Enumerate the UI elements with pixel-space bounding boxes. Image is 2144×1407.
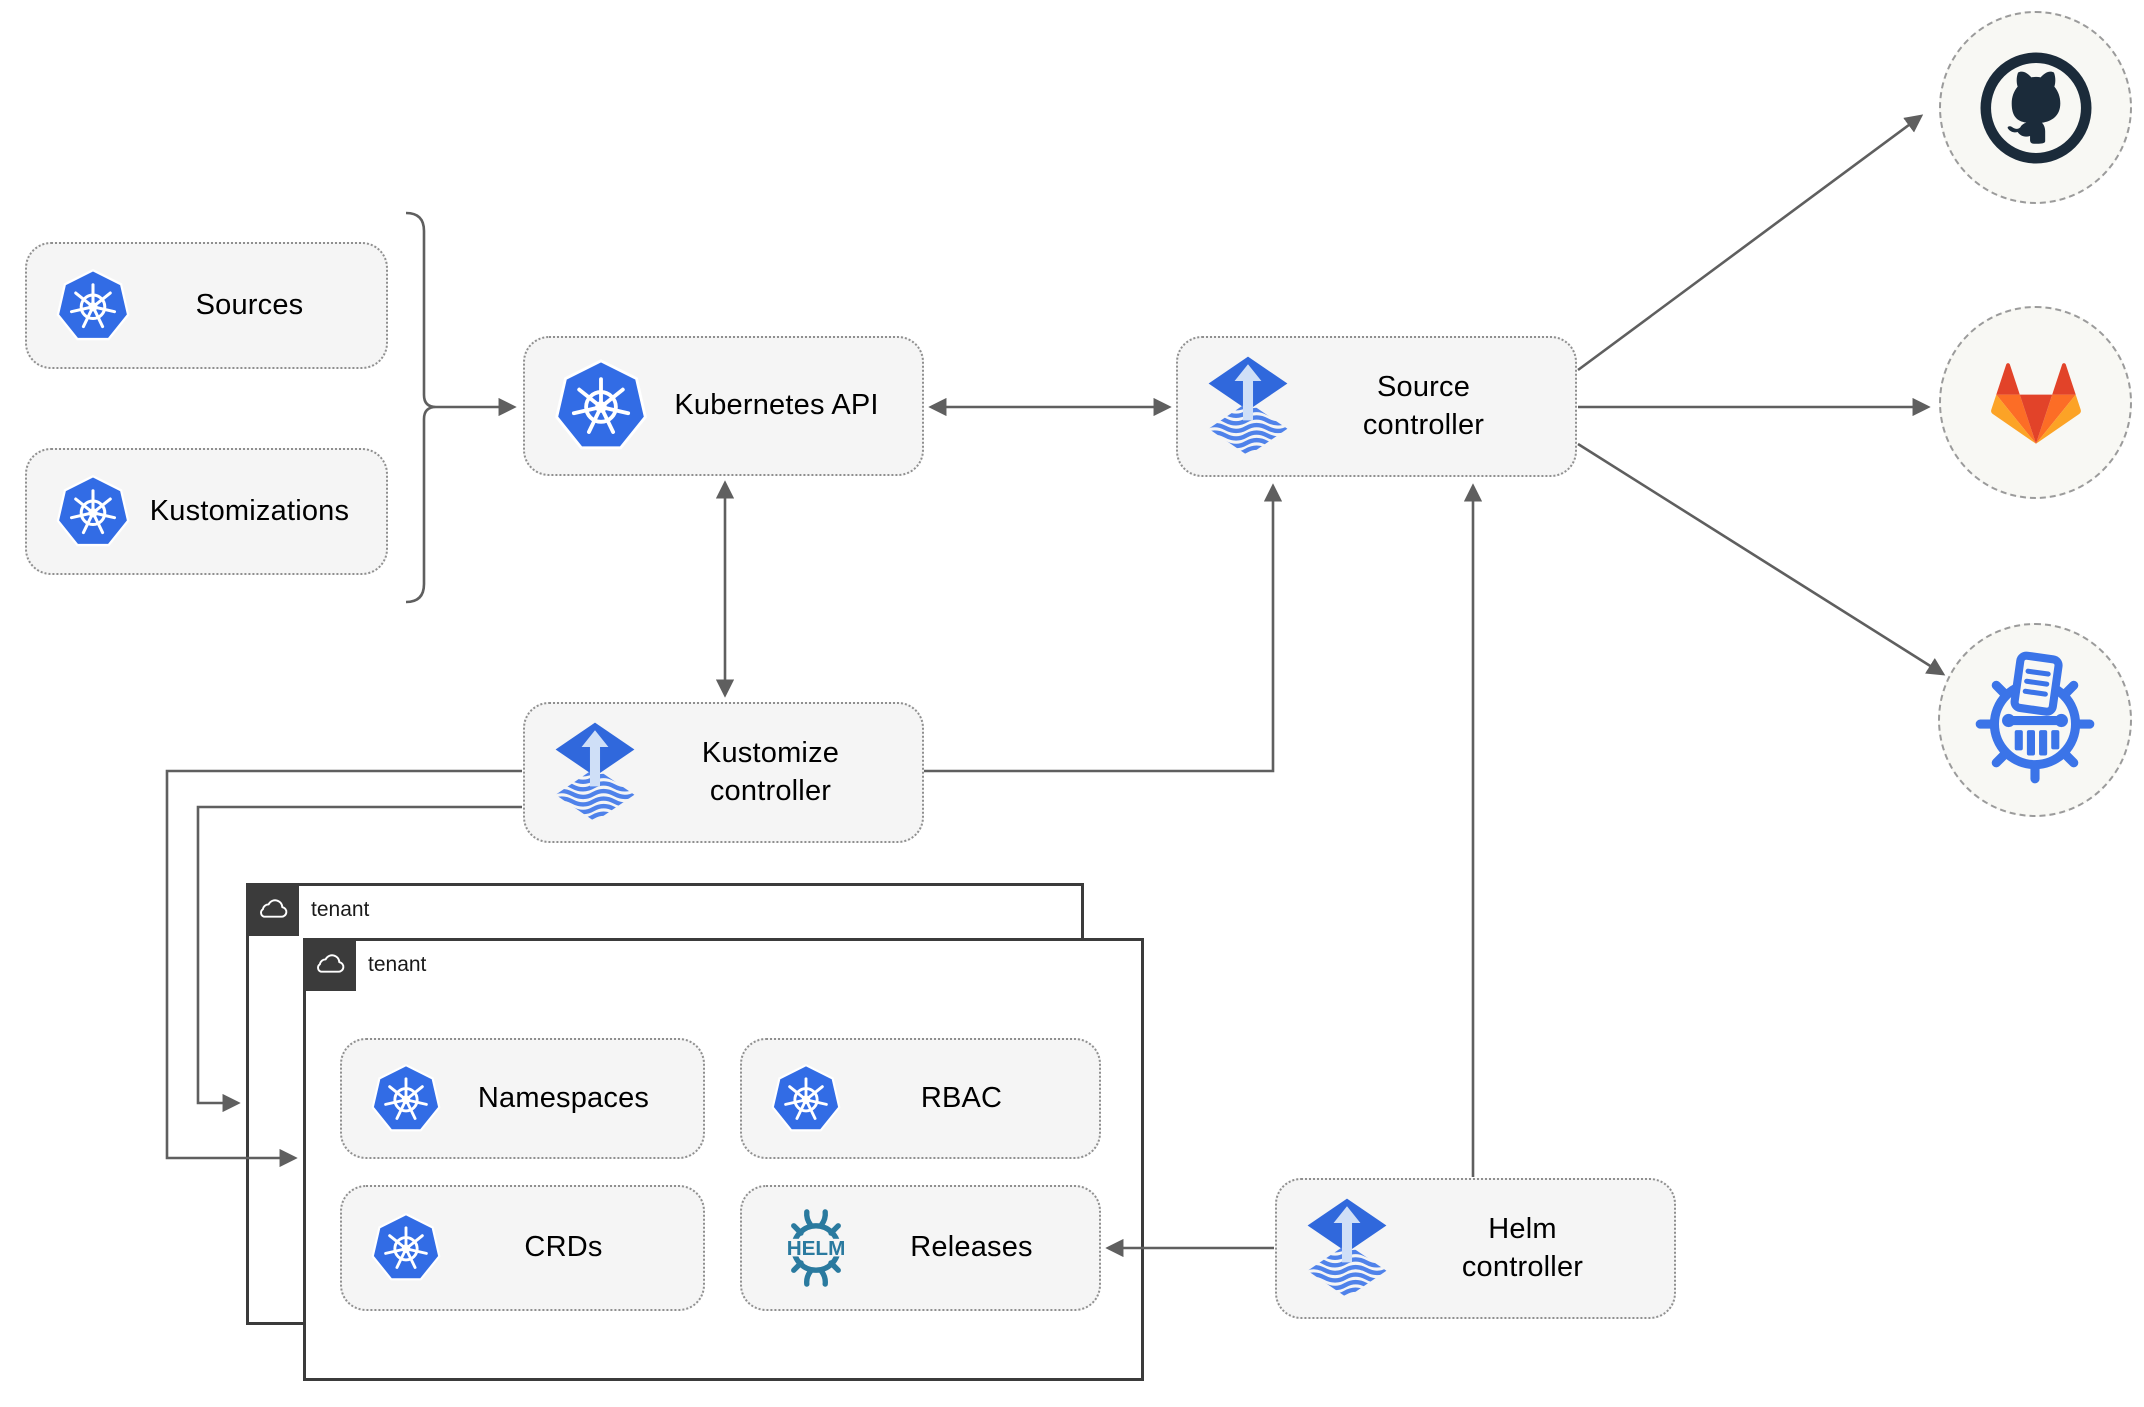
kubernetes-icon: [55, 474, 131, 550]
node-kubernetes-api: Kubernetes API: [523, 336, 924, 476]
cloud-icon: [246, 883, 299, 936]
node-label: Kustomize controller: [701, 737, 840, 807]
node-kustomize-controller: Kustomize controller: [523, 702, 924, 843]
endpoint-github: [1939, 11, 2132, 204]
tenant-group-front: tenant: [303, 938, 1144, 1381]
kubernetes-icon: [770, 1063, 842, 1135]
node-label: Kustomizations: [149, 494, 350, 527]
node-label: Namespaces: [477, 1081, 650, 1114]
node-source-controller: Source controller: [1176, 336, 1577, 477]
kubernetes-icon: [553, 358, 649, 454]
flux-icon: [1305, 1197, 1389, 1301]
helm-icon: HELM: [770, 1202, 862, 1294]
gitlab-icon: [1990, 362, 2081, 444]
node-label: CRDs: [524, 1231, 603, 1264]
node-label: Sources: [195, 288, 304, 321]
github-icon: [1980, 52, 2091, 163]
kubernetes-icon: [370, 1212, 442, 1284]
kubernetes-icon: [55, 268, 131, 344]
node-label: Helm controller: [1461, 1213, 1584, 1283]
helm-logo-text: HELM: [787, 1237, 846, 1260]
edge-source-controller-github: [1577, 114, 1924, 372]
node-label: Kubernetes API: [674, 389, 879, 422]
kubernetes-icon: [370, 1063, 442, 1135]
node-crds: CRDs: [340, 1185, 705, 1311]
endpoint-kustomize: [1938, 623, 2132, 817]
node-rbac: RBAC: [740, 1038, 1101, 1159]
kustomize-icon: [1975, 651, 2095, 784]
node-namespaces: Namespaces: [340, 1038, 705, 1159]
node-kustomizations: Kustomizations: [25, 448, 388, 575]
node-label: Source controller: [1362, 371, 1485, 441]
endpoint-gitlab: [1939, 306, 2132, 499]
node-sources: Sources: [25, 242, 388, 369]
flux-icon: [553, 721, 637, 825]
node-helm-controller: Helm controller: [1275, 1178, 1676, 1319]
edge-source-controller-kustomize: [1577, 442, 1946, 676]
edge-bracket-sources-kustomizations: [405, 211, 437, 604]
flux-icon: [1206, 355, 1290, 459]
node-releases: HELM Releases: [740, 1185, 1101, 1311]
edge-kustomize-controller-source-controller: [924, 483, 1283, 773]
tenant-label: tenant: [311, 897, 370, 921]
node-label: RBAC: [920, 1081, 1003, 1114]
node-label: Releases: [910, 1231, 1033, 1264]
cloud-icon: [303, 938, 356, 991]
tenant-label: tenant: [368, 952, 427, 976]
